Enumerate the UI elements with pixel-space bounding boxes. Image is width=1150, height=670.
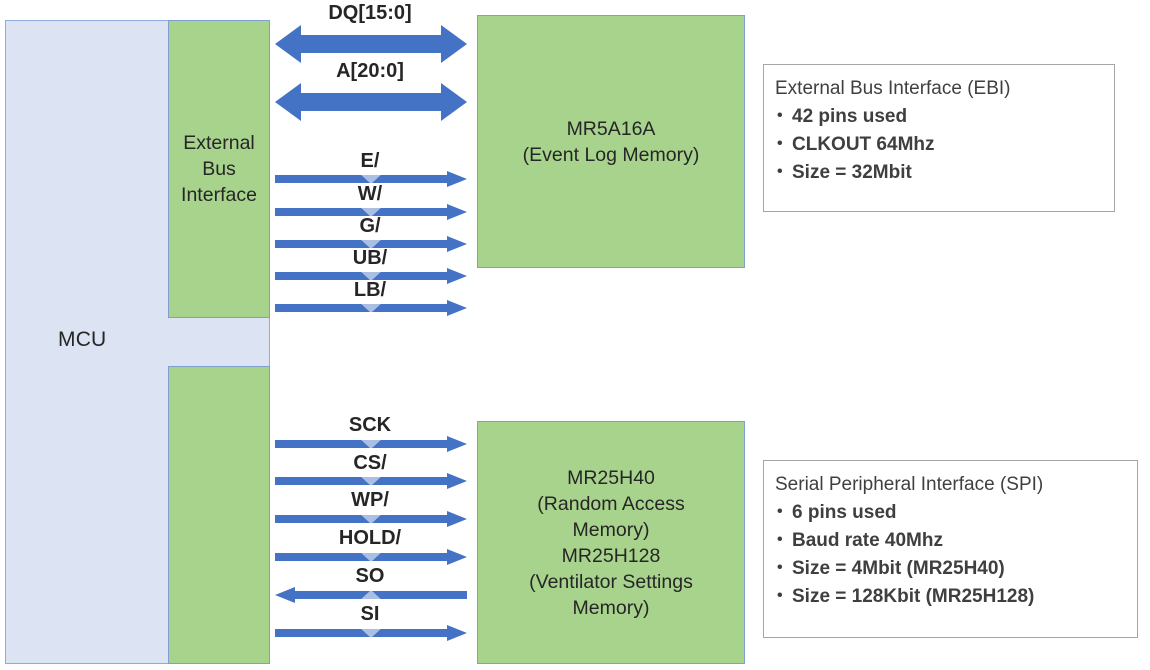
ebi-info-bullet-2: CLKOUT 64Mhz [775, 130, 1011, 159]
bus-arrow-lb [275, 300, 467, 316]
bus-arrow-e [275, 171, 467, 187]
ebi-info-title: External Bus Interface (EBI) [775, 78, 1011, 99]
spi-info-list: 6 pins used Baud rate 40Mhz Size = 4Mbit… [775, 498, 1043, 611]
bus-arrow-w [275, 204, 467, 220]
spi-info-bullet-2: Baud rate 40Mhz [775, 526, 1043, 555]
ventilator-settings-memory-block: MR25H40 (Random Access Memory) MR25H128 … [477, 421, 745, 664]
external-bus-interface-block: External Bus Interface [168, 20, 270, 318]
signal-label-w: W/ [357, 183, 383, 205]
bus-arrow-a [275, 82, 467, 122]
spi-info-panel: Serial Peripheral Interface (SPI) 6 pins… [763, 460, 1138, 638]
vsm-line-4: MR25H128 [561, 544, 661, 567]
bus-arrow-wp [275, 511, 467, 527]
bus-arrow-dq [275, 24, 467, 64]
vsm-line-5: (Ventilator Settings [529, 570, 693, 593]
bus-arrow-g [275, 236, 467, 252]
event-log-memory-label: MR5A16A (Event Log Memory) [523, 116, 700, 168]
signal-label-g: G/ [359, 215, 381, 237]
signal-label-e: E/ [360, 150, 380, 172]
signal-label-lb: LB/ [353, 279, 387, 301]
vsm-line-6: Memory) [572, 596, 650, 619]
ebi-label-line-2: Bus [202, 158, 236, 180]
bus-arrow-si [275, 625, 467, 641]
bus-arrow-sck [275, 436, 467, 452]
signal-label-dq: DQ[15:0] [328, 2, 412, 24]
bus-arrow-hold [275, 549, 467, 565]
ebi-info-bullet-3: Size = 32Mbit [775, 158, 1011, 187]
ebi-info-panel: External Bus Interface (EBI) 42 pins use… [763, 64, 1115, 212]
bus-arrow-ub [275, 268, 467, 284]
spi-info-bullet-1: 6 pins used [775, 498, 1043, 527]
spi-interface-block [168, 366, 270, 664]
signal-label-hold: HOLD/ [338, 527, 402, 549]
ventilator-settings-memory-label: MR25H40 (Random Access Memory) MR25H128 … [529, 465, 693, 621]
ebi-info-list: 42 pins used CLKOUT 64Mhz Size = 32Mbit [775, 102, 1011, 187]
vsm-line-3: Memory) [572, 518, 650, 541]
external-bus-interface-label: External Bus Interface [181, 130, 257, 208]
mcu-label: MCU [58, 328, 107, 351]
signal-label-cs: CS/ [353, 452, 387, 474]
signal-label-a: A[20:0] [336, 60, 404, 82]
vsm-line-2: (Random Access [537, 492, 685, 515]
signal-label-so: SO [355, 565, 385, 587]
bus-arrow-cs [275, 473, 467, 489]
signal-label-wp: WP/ [351, 489, 389, 511]
signal-label-ub: UB/ [352, 247, 388, 269]
ebi-info-bullet-1: 42 pins used [775, 102, 1011, 131]
ebi-label-line-3: Interface [181, 184, 257, 206]
event-log-memory-block: MR5A16A (Event Log Memory) [477, 15, 745, 268]
event-log-memory-line-1: MR5A16A [566, 117, 656, 140]
vsm-line-1: MR25H40 [567, 466, 655, 489]
spi-info-title: Serial Peripheral Interface (SPI) [775, 474, 1044, 495]
signal-label-sck: SCK [348, 414, 392, 436]
bus-arrow-so [275, 587, 467, 603]
spi-info-bullet-3: Size = 4Mbit (MR25H40) [775, 554, 1043, 583]
ebi-label-line-1: External [183, 132, 255, 154]
spi-info-bullet-4: Size = 128Kbit (MR25H128) [775, 582, 1043, 611]
event-log-memory-line-2: (Event Log Memory) [522, 143, 700, 166]
signal-label-si: SI [360, 603, 380, 625]
